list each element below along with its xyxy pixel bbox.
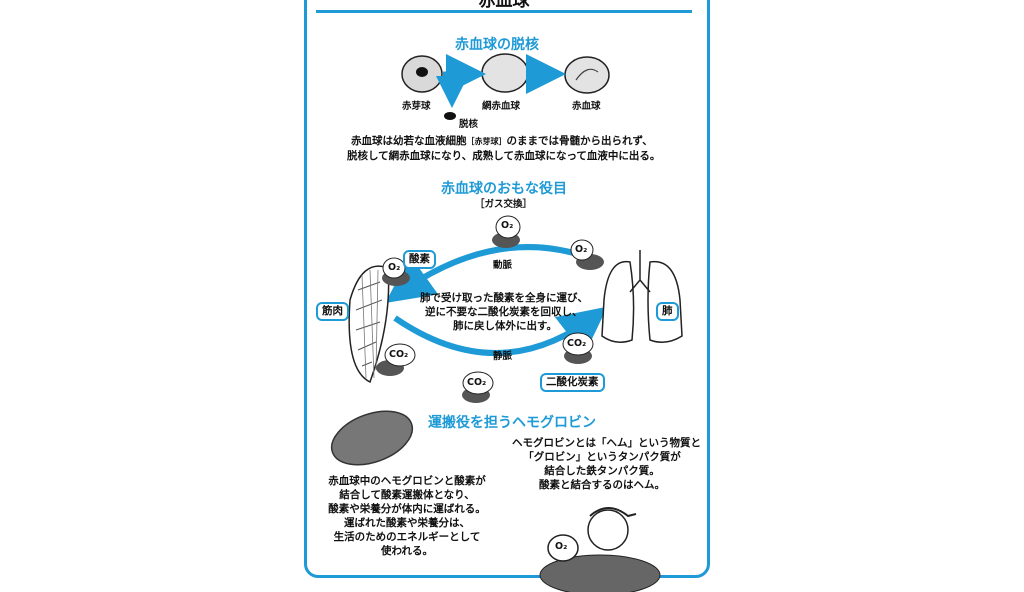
- co2-tag: 二酸化炭素: [540, 373, 605, 392]
- text-line: 使われる。: [381, 545, 433, 557]
- title-bar: 赤血球: [316, 0, 692, 13]
- center-description: 肺に戻し体外に出す。: [453, 320, 557, 332]
- red-blood-cell-icon: [570, 239, 604, 270]
- nucleus-label: 脱核: [459, 119, 479, 130]
- character-illustration: [539, 507, 661, 592]
- co2-label: CO₂: [389, 349, 409, 360]
- artery-label: 動脈: [493, 260, 513, 271]
- description-line: 脱核して網赤血球になり、成熟して赤血球になって血液中に出る。: [347, 150, 661, 162]
- o2-label: O₂: [501, 220, 514, 231]
- o2-label: O₂: [388, 262, 401, 273]
- section-heading: 運搬役を担うヘモグロビン: [428, 415, 596, 431]
- o2-label: O₂: [555, 541, 568, 552]
- reticulocyte-label: 網赤血球: [482, 101, 521, 112]
- co2-label: CO₂: [467, 377, 487, 388]
- red-blood-cell-icon: [382, 257, 410, 286]
- red-blood-cell-icon: [492, 215, 521, 248]
- red-blood-cell-icon: [330, 410, 414, 466]
- center-description: 肺で受け取った酸素を全身に運び、: [420, 292, 588, 304]
- o2-label: O₂: [575, 244, 588, 255]
- reticulocyte-icon: [481, 53, 529, 93]
- erythroblast-icon: [401, 55, 443, 93]
- red-blood-cell-icon: [376, 343, 416, 376]
- red-blood-cell-icon: [564, 56, 610, 94]
- description-text: 赤血球は幼若な血液細胞: [351, 135, 467, 147]
- red-blood-cell-icon: [462, 371, 494, 403]
- section-heading: 赤血球のおもな役目: [441, 181, 567, 197]
- section-heading: 赤血球の脱核: [455, 37, 539, 53]
- lung-tag: 肺: [656, 302, 679, 321]
- text-line: 赤血球中のヘモグロビンと酸素が: [328, 475, 486, 487]
- oxygen-tag: 酸素: [403, 250, 436, 269]
- center-description: 逆に不要な二酸化炭素を回収し、: [425, 306, 583, 318]
- co2-label: CO₂: [567, 338, 587, 349]
- nucleus-icon: [444, 112, 456, 120]
- text-line: 生活のためのエネルギーとして: [333, 531, 481, 543]
- hemoglobin-left-text: 赤血球中のヘモグロビンと酸素が 結合して酸素運搬体となり、 酸素や栄養分が体内に…: [322, 474, 492, 558]
- text-line: 酸素や栄養分が体内に運ばれる。: [328, 503, 486, 515]
- red-blood-cell-icon: [562, 332, 594, 364]
- section-subheading: ［ガス交換］: [475, 199, 533, 210]
- lungs-icon: [601, 250, 683, 343]
- text-line: 結合して酸素運搬体となり、: [339, 489, 475, 501]
- description-text: のままでは骨髄から出られず、: [506, 135, 653, 147]
- vein-label: 静脈: [493, 351, 513, 362]
- vein-arrow: [393, 306, 608, 356]
- text-line: 「グロビン」というタンパク質が: [523, 451, 681, 463]
- text-line: ヘモグロビンとは「ヘム」という物質と: [512, 437, 701, 449]
- description-paren: ［赤芽球］: [466, 137, 507, 146]
- description-line: 赤血球は幼若な血液細胞［赤芽球］のままでは骨髄から出られず、: [351, 134, 653, 149]
- text-line: 運ばれた酸素や栄養分は、: [344, 517, 470, 529]
- page-title: 赤血球: [478, 0, 530, 11]
- erythroblast-label: 赤芽球: [402, 101, 431, 112]
- rbc-label: 赤血球: [572, 101, 601, 112]
- hemoglobin-right-text: ヘモグロビンとは「ヘム」という物質と 「グロビン」というタンパク質が 結合した鉄…: [512, 436, 701, 492]
- text-line: 酸素と結合するのはヘム。: [539, 479, 665, 491]
- text-line: 結合した鉄タンパク質。: [544, 465, 660, 477]
- muscle-tag: 筋肉: [316, 302, 349, 321]
- muscle-icon: [348, 265, 390, 384]
